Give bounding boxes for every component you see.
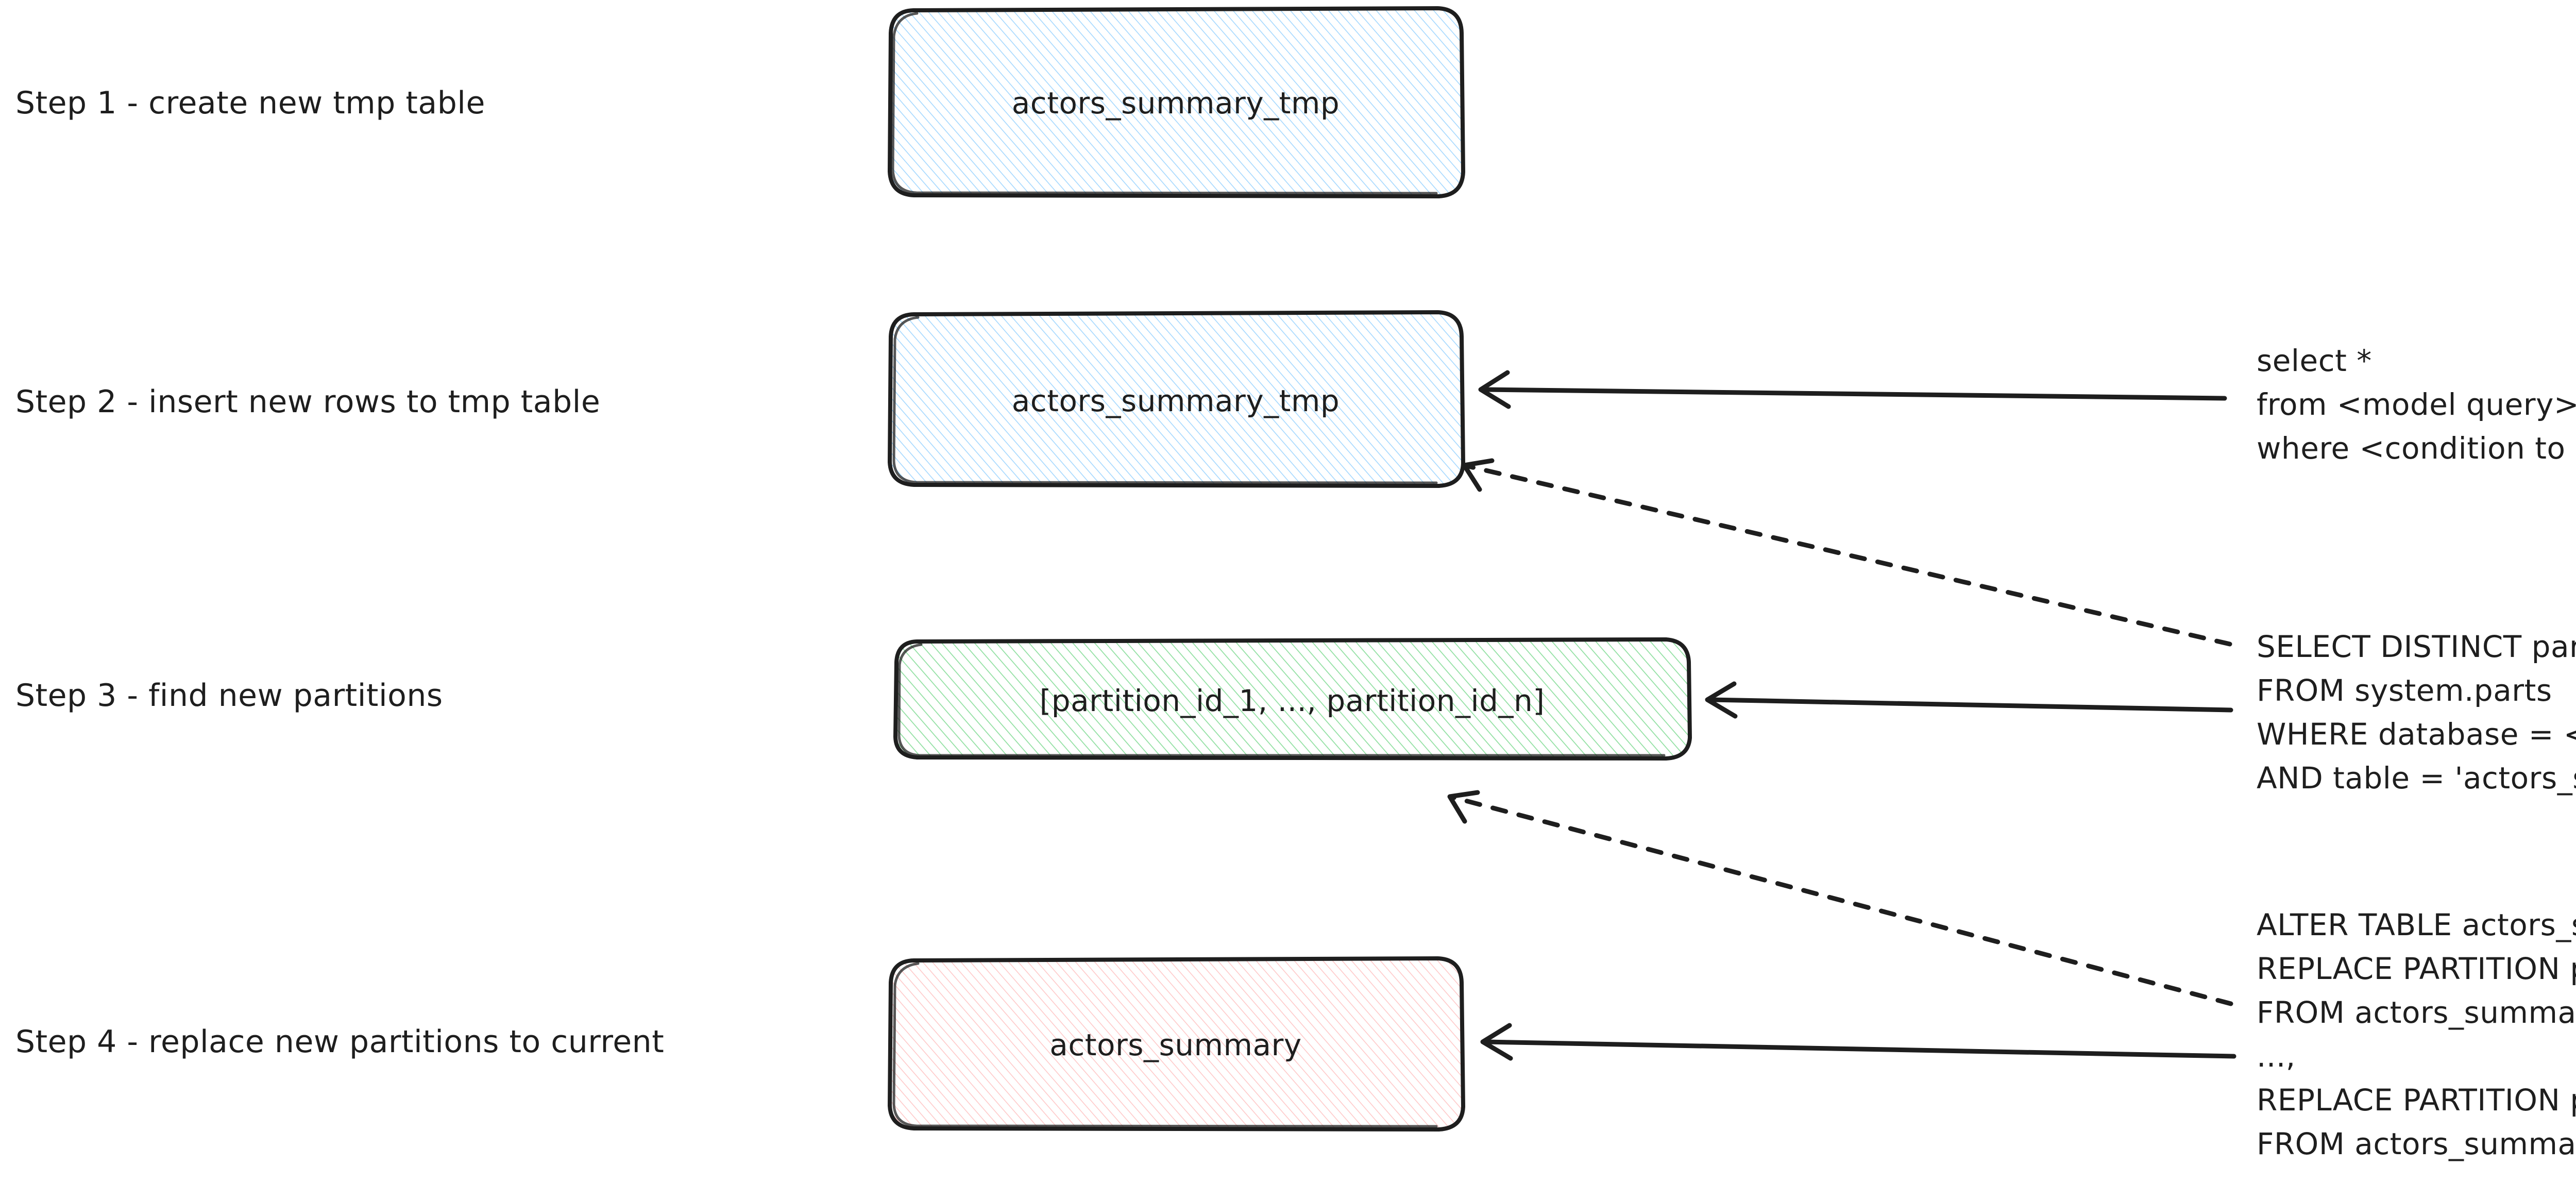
node-actors-summary-tmp-2[interactable]: actors_summary_tmp [888, 310, 1465, 488]
node-border [888, 310, 1465, 488]
step-2-group: Step 2 - insert new rows to tmp table ac… [15, 310, 2576, 488]
arrow-sql4-to-partitions-dashed [1447, 790, 2233, 1006]
step-4-label: Step 4 - replace new partitions to curre… [15, 1024, 664, 1060]
arrow-sql2-to-tmp2 [1478, 370, 2227, 409]
arrow-sql3-to-tmp2-dashed [1462, 458, 2232, 647]
node-fill [890, 313, 1462, 486]
sql-line: FROM actors_summary_tmp, [2257, 995, 2576, 1030]
step-1-group: Step 1 - create new tmp table actors_sum… [15, 6, 1465, 198]
sql-line: SELECT DISTINCT partition_id [2257, 629, 2576, 664]
step-4-group: Step 4 - replace new partitions to curre… [15, 790, 2576, 1161]
sql-line: from <model query> [2257, 387, 2576, 422]
sql-line: FROM system.parts [2257, 673, 2552, 708]
node-border-sketch-2 [892, 962, 1438, 1128]
sql-line: REPLACE PARTITION partition_id_n [2257, 1083, 2576, 1118]
node-border-sketch-2 [891, 12, 1438, 195]
step-1-label: Step 1 - create new tmp table [15, 85, 485, 121]
sql-block-step-4: ALTER TABLE actors_summary REPLACE PARTI… [2257, 907, 2576, 1161]
sql-line: where <condition to identify new> [2257, 431, 2576, 466]
node-label: actors_summary_tmp [1012, 86, 1340, 121]
node-border-sketch-2 [892, 316, 1438, 484]
node-fill [890, 9, 1462, 196]
arrow-sql4-to-actors-summary [1480, 1023, 2236, 1061]
sql-line: ALTER TABLE actors_summary [2257, 907, 2576, 942]
node-fill [895, 640, 1689, 759]
sql-block-step-2: select * from <model query> where <condi… [2257, 343, 2576, 466]
node-actors-summary[interactable]: actors_summary [888, 956, 1465, 1132]
node-border [893, 637, 1692, 761]
node-border [888, 6, 1465, 198]
sql-line: FROM actors_summary_tmp, [2257, 1126, 2576, 1161]
sql-line: AND table = 'actors_summary_tmp' [2257, 761, 2576, 796]
node-fill [890, 959, 1462, 1129]
step-2-label: Step 2 - insert new rows to tmp table [15, 384, 600, 420]
sql-line: select * [2257, 343, 2372, 378]
step-3-label: Step 3 - find new partitions [15, 678, 443, 714]
node-label: [partition_id_1, ..., partition_id_n] [1040, 683, 1545, 718]
sql-line: REPLACE PARTITION partition_id_1 [2257, 951, 2576, 986]
step-3-group: Step 3 - find new partitions [partition_… [15, 458, 2576, 796]
node-border-sketch-2 [897, 643, 1666, 757]
arrow-sql3-to-partitions [1705, 681, 2233, 719]
node-actors-summary-tmp-1[interactable]: actors_summary_tmp [888, 6, 1465, 198]
node-label: actors_summary [1049, 1027, 1301, 1062]
sql-line: ..., [2257, 1039, 2296, 1074]
node-border [888, 956, 1465, 1132]
sql-line: WHERE database = <database> [2257, 717, 2576, 752]
sql-block-step-3: SELECT DISTINCT partition_id FROM system… [2257, 629, 2576, 796]
node-partitions[interactable]: [partition_id_1, ..., partition_id_n] [893, 637, 1692, 761]
node-label: actors_summary_tmp [1012, 383, 1340, 418]
